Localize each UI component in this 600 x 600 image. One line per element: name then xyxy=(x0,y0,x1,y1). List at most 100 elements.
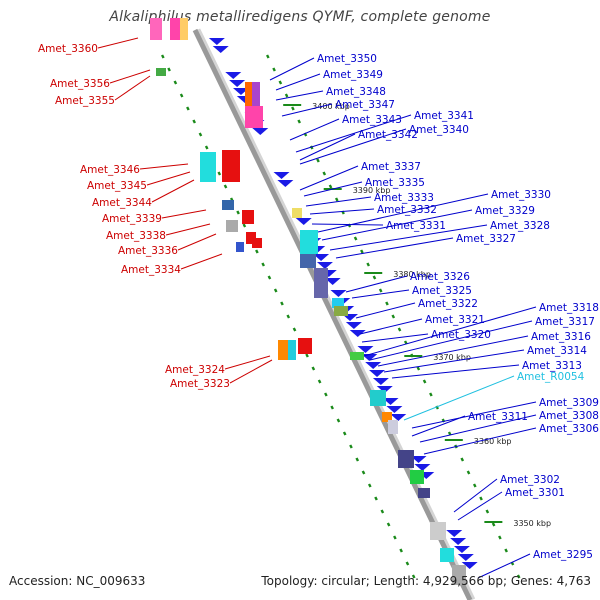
gene-label-right: Amet_3311 xyxy=(468,411,528,423)
gene-box xyxy=(300,230,318,254)
gene-leader-right xyxy=(311,223,384,226)
gene-box xyxy=(278,340,288,360)
gene-reverse xyxy=(453,546,470,553)
gene-leader-right xyxy=(345,275,408,293)
inner-tick xyxy=(355,457,360,462)
inner-tick xyxy=(167,67,171,72)
gene-label-left: Amet_3323 xyxy=(170,378,230,390)
outer-tick xyxy=(378,288,383,293)
outer-tick xyxy=(472,483,477,488)
gene-label-right: Amet_3340 xyxy=(409,124,469,136)
inner-tick xyxy=(255,249,259,254)
gene-box xyxy=(246,232,256,244)
outer-tick xyxy=(491,522,496,527)
gene-box xyxy=(298,338,312,354)
outer-tick xyxy=(416,366,421,371)
inner-tick xyxy=(405,561,410,566)
outer-tick xyxy=(372,275,377,280)
outer-tick xyxy=(366,262,370,267)
inner-tick xyxy=(236,210,240,215)
gene-label-right: Amet_3314 xyxy=(527,345,587,357)
gene-box xyxy=(150,18,162,40)
outer-tick xyxy=(429,392,433,397)
gene-leader-right xyxy=(477,553,531,579)
gene-label-right: Amet_3331 xyxy=(386,220,446,232)
gene-label-right: Amet_3333 xyxy=(374,192,434,204)
gene-box xyxy=(288,340,296,360)
gene-leader-right xyxy=(269,57,315,81)
gene-label-right: Amet_3301 xyxy=(505,487,565,499)
gene-box xyxy=(236,242,244,252)
gene-reverse xyxy=(324,278,341,285)
gene-reverse xyxy=(446,530,463,537)
gene-box xyxy=(292,208,302,218)
gene-label-right: Amet_3328 xyxy=(490,220,550,232)
inner-tick xyxy=(336,418,341,423)
gene-leader-left xyxy=(146,171,191,186)
gene-reverse xyxy=(365,362,382,369)
outer-tick xyxy=(498,535,502,540)
gene-leader-right xyxy=(317,193,489,233)
outer-tick xyxy=(479,496,483,501)
gene-box xyxy=(242,210,254,224)
gene-label-left: Amet_3345 xyxy=(87,180,147,192)
gene-box xyxy=(252,238,262,248)
gene-reverse xyxy=(345,322,362,329)
inner-tick xyxy=(198,132,203,137)
gene-reverse xyxy=(349,330,366,337)
gene-leader-right xyxy=(419,414,537,443)
inner-tick xyxy=(273,288,278,293)
outer-tick xyxy=(265,54,270,59)
gene-box xyxy=(332,298,344,308)
gene-label-right: Amet_3329 xyxy=(475,205,535,217)
outer-tick xyxy=(397,327,402,332)
gene-leader-right xyxy=(321,209,473,241)
outer-tick xyxy=(291,106,295,111)
gene-box xyxy=(226,220,238,232)
gene-leader-left xyxy=(114,75,151,101)
gene-label-left: Amet_3324 xyxy=(165,364,225,376)
inner-tick xyxy=(286,314,291,319)
inner-tick xyxy=(223,184,228,189)
gene-reverse xyxy=(277,180,294,187)
outer-tick xyxy=(328,184,333,189)
gene-leader-right xyxy=(299,165,359,191)
outer-tick xyxy=(460,457,465,462)
gene-reverse xyxy=(295,218,312,225)
gene-label-right: Amet_3322 xyxy=(418,298,478,310)
inner-tick xyxy=(342,431,347,436)
gene-reverse xyxy=(369,370,386,377)
gene-box xyxy=(388,420,398,434)
gene-leader-right xyxy=(303,181,363,197)
scale-label: 3400 kbp xyxy=(312,102,350,111)
gene-leader-right xyxy=(335,237,454,259)
inner-tick xyxy=(411,574,416,579)
outer-tick xyxy=(316,158,320,163)
gene-box xyxy=(452,565,466,585)
gene-box xyxy=(180,18,188,40)
inner-tick xyxy=(267,275,272,280)
inner-tick xyxy=(367,483,372,488)
outer-tick xyxy=(391,314,396,319)
outer-tick xyxy=(297,119,301,124)
scale-label: 3390 kbp xyxy=(353,186,391,195)
gene-leader-right xyxy=(289,118,340,141)
outer-tick xyxy=(485,509,490,514)
page-title: Alkaliphilus metalliredigens QYMF, compl… xyxy=(109,9,491,25)
gene-reverse xyxy=(414,464,431,471)
inner-tick xyxy=(192,119,196,124)
gene-reverse xyxy=(273,172,290,179)
gene-label-right: Amet_3330 xyxy=(491,189,551,201)
gene-label-right: Amet_3318 xyxy=(539,302,599,314)
gene-box xyxy=(300,254,316,268)
outer-tick xyxy=(516,574,521,579)
gene-reverse xyxy=(386,406,403,413)
gene-leader-right xyxy=(275,90,324,101)
outer-tick xyxy=(278,80,283,85)
outer-tick xyxy=(466,470,471,475)
gene-label-left: Amet_3344 xyxy=(92,197,152,209)
gene-box xyxy=(382,412,392,422)
gene-leader-left xyxy=(97,37,139,49)
